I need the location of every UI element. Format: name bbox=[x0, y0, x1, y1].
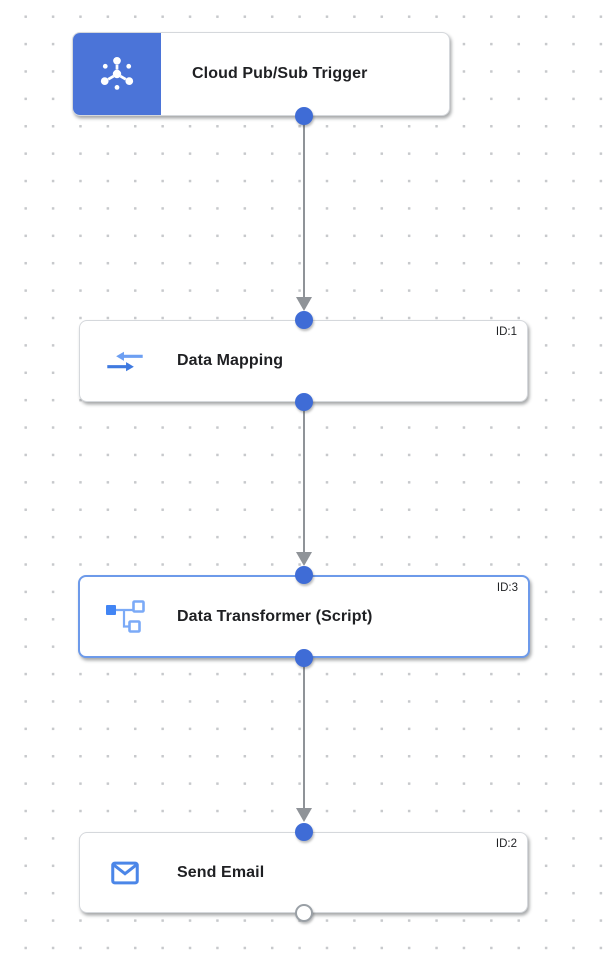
node-id-badge: ID:3 bbox=[496, 582, 518, 594]
input-port-data-mapping[interactable] bbox=[295, 311, 313, 329]
edge-line bbox=[303, 406, 305, 553]
node-title: Data Mapping bbox=[177, 352, 284, 369]
data-transformer-icon bbox=[106, 600, 145, 633]
output-port-send-email-empty[interactable] bbox=[295, 904, 313, 922]
node-title: Data Transformer (Script) bbox=[177, 607, 373, 625]
output-port-trigger[interactable] bbox=[295, 107, 313, 125]
arrowhead-down-icon bbox=[296, 552, 312, 566]
edge-line bbox=[303, 120, 305, 298]
edge-line bbox=[303, 662, 305, 809]
node-title: Send Email bbox=[177, 863, 265, 881]
node-data-transformer[interactable]: ID:3 Data Transformer (Script) bbox=[78, 575, 530, 658]
pubsub-trigger-icon bbox=[100, 56, 134, 90]
node-title: Cloud Pub/Sub Trigger bbox=[192, 65, 368, 82]
node-cloud-pubsub-trigger[interactable]: Cloud Pub/Sub Trigger bbox=[72, 32, 450, 116]
data-mapping-icon bbox=[107, 351, 143, 371]
node-id-badge: ID:1 bbox=[495, 326, 517, 338]
node-send-email[interactable]: ID:2 Send Email bbox=[79, 832, 528, 913]
input-port-send-email[interactable] bbox=[295, 823, 313, 841]
input-port-data-transformer[interactable] bbox=[295, 566, 313, 584]
output-port-data-transformer[interactable] bbox=[295, 649, 313, 667]
arrowhead-down-icon bbox=[296, 297, 312, 311]
arrowhead-down-icon bbox=[296, 808, 312, 822]
trigger-accent-panel bbox=[73, 33, 161, 115]
node-id-badge: ID:2 bbox=[495, 838, 517, 850]
output-port-data-mapping[interactable] bbox=[295, 393, 313, 411]
node-data-mapping[interactable]: ID:1 Data Mapping bbox=[79, 320, 528, 402]
send-email-icon bbox=[111, 861, 139, 884]
